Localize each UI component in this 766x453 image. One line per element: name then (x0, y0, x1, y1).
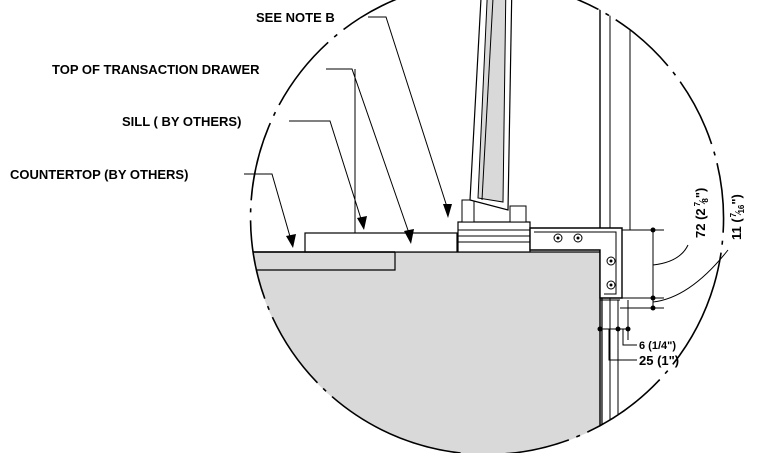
label-see-note-b: SEE NOTE B (256, 10, 335, 25)
detail-circle (249, 0, 725, 453)
transaction-drawer (457, 0, 531, 253)
dim-11-main: 11 ( (729, 218, 744, 240)
dim-72-main: 72 (2 (693, 208, 708, 238)
dim-11: 11 (7⁄16") (729, 194, 746, 240)
svg-text:11 (7⁄16"): 11 (7⁄16") (729, 194, 746, 240)
dim-72-close: ") (693, 188, 708, 199)
dim-72: 72 (27⁄8") (693, 188, 710, 238)
sill (304, 232, 458, 253)
frame-verticals (599, 0, 631, 453)
label-countertop: COUNTERTOP (BY OTHERS) (10, 167, 188, 182)
countertop (250, 251, 603, 453)
dim-11-close: ") (729, 194, 744, 205)
svg-text:72 (27⁄8"): 72 (27⁄8") (693, 188, 710, 238)
dim-25: 25 (1") (639, 353, 679, 368)
dim-11-den: 16 (737, 204, 746, 213)
dimension-lines (597, 227, 729, 361)
dim-72-den: 8 (701, 198, 710, 203)
dim-11-num: 7 (729, 212, 738, 217)
leader-lines (244, 16, 452, 248)
label-sill: SILL ( BY OTHERS) (122, 114, 241, 129)
detail-contents (250, 0, 631, 453)
label-top-of-transaction-drawer: TOP OF TRANSACTION DRAWER (52, 62, 260, 77)
angle-bracket (529, 227, 623, 299)
dim-6: 6 (1/4") (639, 340, 676, 352)
dim-72-num: 7 (693, 201, 702, 206)
